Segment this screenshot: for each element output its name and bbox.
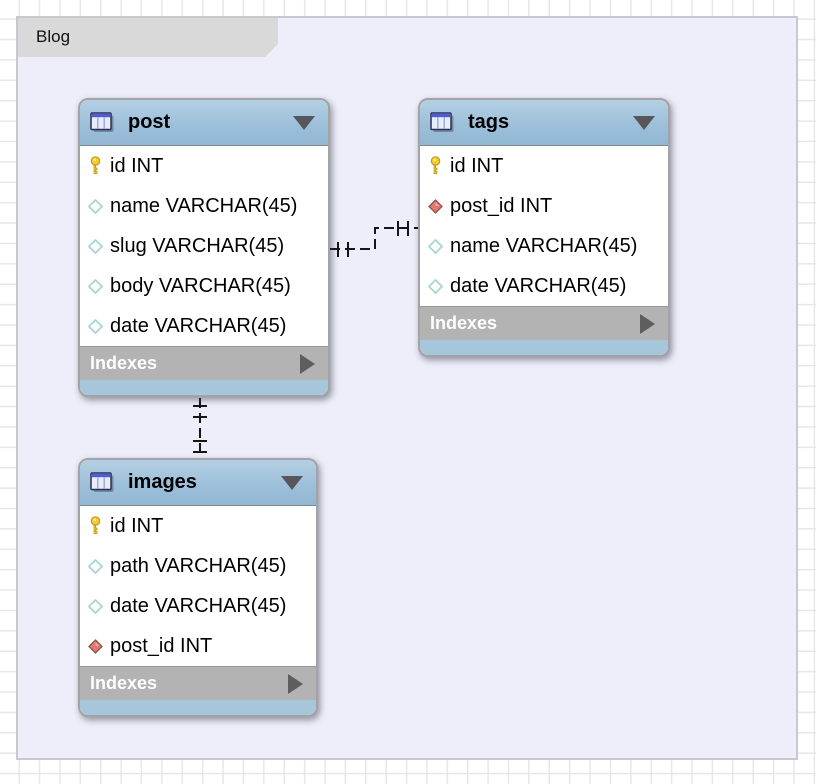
column-label: post_id INT [450,194,553,217]
foreign-key-icon [88,638,103,654]
column-row[interactable]: id INT [420,146,668,186]
table-columns: id INT path VARCHAR(45) date VARCHAR(45)… [80,506,316,666]
column-row[interactable]: post_id INT [80,626,316,666]
column-label: id INT [450,154,504,177]
column-row[interactable]: date VARCHAR(45) [80,586,316,626]
column-row[interactable]: body VARCHAR(45) [80,266,328,306]
expand-triangle-icon[interactable] [300,353,315,374]
collapse-triangle-icon[interactable] [293,115,315,130]
column-row[interactable]: id INT [80,146,328,186]
table-footer [80,380,328,395]
column-icon [428,278,443,294]
expand-triangle-icon[interactable] [640,313,655,334]
table-header[interactable]: tags [420,100,668,146]
column-label: date VARCHAR(45) [110,314,287,337]
column-label: id INT [110,154,164,177]
diagram-tab[interactable]: Blog [16,16,278,57]
column-label: post_id INT [110,634,213,657]
primary-key-icon [88,156,103,176]
table-header[interactable]: post [80,100,328,146]
indexes-label: Indexes [430,313,498,333]
collapse-triangle-icon[interactable] [281,475,303,490]
column-row[interactable]: name VARCHAR(45) [80,186,328,226]
column-row[interactable]: date VARCHAR(45) [80,306,328,346]
table-post[interactable]: post id INT name VARCHAR(45) slug VARCHA… [78,98,330,397]
column-icon [88,198,103,214]
expand-triangle-icon[interactable] [288,673,303,694]
table-name: images [128,471,197,493]
column-label: id INT [110,514,164,537]
column-icon [88,558,103,574]
column-row[interactable]: date VARCHAR(45) [420,266,668,306]
column-label: body VARCHAR(45) [110,274,291,297]
table-columns: id INT post_id INT name VARCHAR(45) date… [420,146,668,306]
table-images[interactable]: images id INT path VARCHAR(45) date VARC… [78,458,318,717]
table-icon [90,112,115,133]
column-label: name VARCHAR(45) [110,194,298,217]
foreign-key-icon [428,198,443,214]
column-label: path VARCHAR(45) [110,554,287,577]
diagram-tab-label: Blog [36,27,71,46]
table-header[interactable]: images [80,460,316,506]
indexes-bar[interactable]: Indexes [420,306,668,340]
column-icon [88,318,103,334]
table-icon [90,472,115,493]
column-row[interactable]: slug VARCHAR(45) [80,226,328,266]
column-icon [88,598,103,614]
column-row[interactable]: post_id INT [420,186,668,226]
table-tags[interactable]: tags id INT post_id INT name VARCHAR(45) [418,98,670,357]
primary-key-icon [428,156,443,176]
indexes-label: Indexes [90,353,158,373]
column-label: name VARCHAR(45) [450,234,638,257]
column-icon [88,238,103,254]
table-footer [80,700,316,715]
column-label: slug VARCHAR(45) [110,234,285,257]
column-label: date VARCHAR(45) [450,274,627,297]
column-label: date VARCHAR(45) [110,594,287,617]
table-name: post [128,111,171,133]
indexes-bar[interactable]: Indexes [80,346,328,380]
column-row[interactable]: id INT [80,506,316,546]
column-row[interactable]: path VARCHAR(45) [80,546,316,586]
column-icon [428,238,443,254]
column-icon [88,278,103,294]
indexes-bar[interactable]: Indexes [80,666,316,700]
column-row[interactable]: name VARCHAR(45) [420,226,668,266]
primary-key-icon [88,516,103,536]
table-name: tags [468,111,510,133]
collapse-triangle-icon[interactable] [633,115,655,130]
table-footer [420,340,668,355]
indexes-label: Indexes [90,673,158,693]
table-icon [430,112,455,133]
table-columns: id INT name VARCHAR(45) slug VARCHAR(45)… [80,146,328,346]
